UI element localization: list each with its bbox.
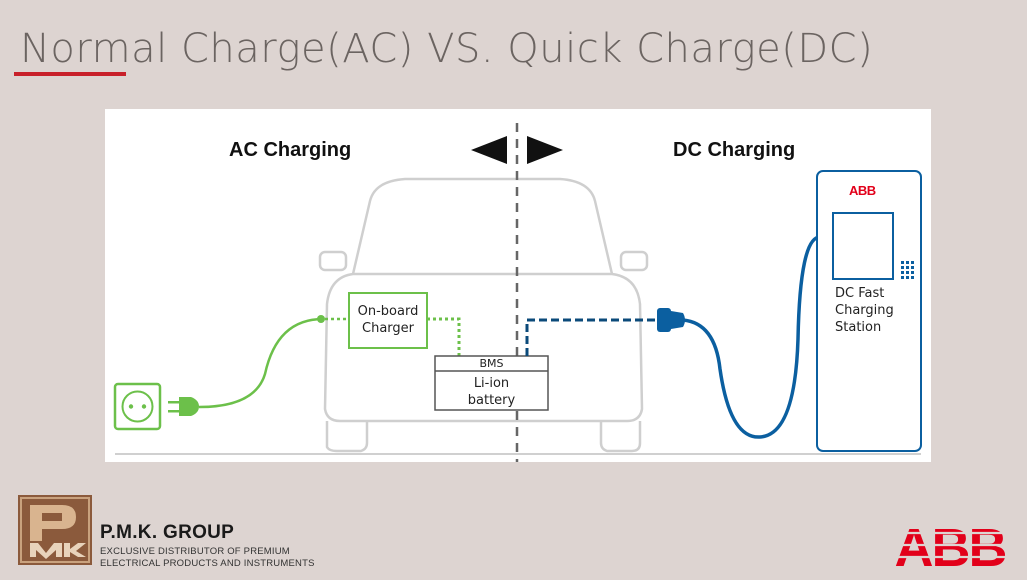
station-label: DC Fast Charging Station: [835, 285, 894, 336]
ac-plug-icon: [168, 397, 199, 416]
ac-inlet: [317, 315, 325, 323]
battery-line2: battery: [467, 393, 516, 408]
battery-line1: Li-ion: [473, 376, 510, 391]
company-name: P.M.K. GROUP: [100, 522, 235, 543]
car-front-icon: [318, 177, 649, 453]
charging-station-icon: [816, 170, 922, 452]
arrow-right-icon: [527, 136, 563, 164]
onboard-charger-line2: Charger: [362, 321, 414, 336]
slide-title: Normal Charge(AC) VS. Quick Charge(DC): [20, 26, 874, 72]
title-underline: [14, 72, 126, 76]
tagline-line2: ELECTRICAL PRODUCTS AND INSTRUMENTS: [100, 558, 315, 569]
station-line1: DC Fast: [835, 286, 885, 301]
arrow-left-icon: [471, 136, 507, 164]
dc-charging-heading: DC Charging: [673, 139, 796, 161]
wall-socket-icon: [113, 382, 162, 431]
charging-diagram: AC Charging DC Charging On-board Charger…: [105, 109, 931, 462]
battery-box: [434, 355, 549, 411]
onboard-charger-label: On-board Charger: [349, 303, 427, 337]
dc-cable: [682, 235, 821, 439]
ac-cable: [198, 317, 324, 409]
station-line3: Station: [835, 320, 882, 335]
station-line2: Charging: [835, 303, 894, 318]
station-brand-logo: ABB: [849, 183, 876, 198]
dc-plug-icon: [657, 308, 685, 332]
ac-internal-link: [427, 317, 461, 356]
abb-brand-logo: ABB: [888, 519, 1012, 571]
bms-label: BMS: [479, 357, 504, 370]
diagram-graphics: [113, 123, 922, 462]
battery-label: Li-ion battery: [435, 375, 548, 409]
onboard-charger-line1: On-board: [357, 304, 419, 319]
tagline-line1: EXCLUSIVE DISTRIBUTOR OF PREMIUM: [100, 546, 290, 557]
ac-charging-heading: AC Charging: [229, 139, 352, 161]
pmk-logo-icon: [18, 495, 92, 565]
dc-internal-link: [525, 318, 657, 356]
